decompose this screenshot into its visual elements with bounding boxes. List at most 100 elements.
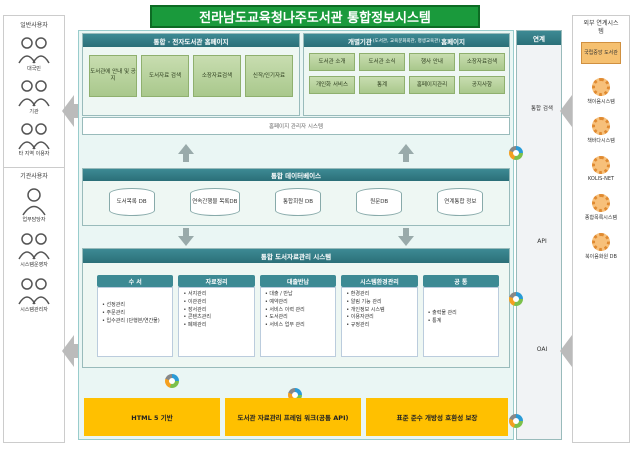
list-item: • 폐제관리 <box>183 322 207 328</box>
individual-homepage-header: 개별기관 (도서관, 교육문화회관, 평생교육관) 홈페이지 <box>304 34 509 47</box>
page-title: 전라남도교육청나주도서관 통합정보시스템 <box>150 5 480 28</box>
admin-staff-label: 업무담당자 <box>22 217 46 223</box>
integrated-homepage-panel: 통합 · 전자도서관 홈페이지 도서관에 안내 및 공지 도서자료 검색 소장자… <box>82 33 300 116</box>
people-icon <box>18 123 50 150</box>
list-item: • 규정관리 <box>346 322 370 328</box>
down-arrow-icon <box>398 236 414 246</box>
individual-homepage-panel: 개별기관 (도서관, 교육문화회관, 평생교육관) 홈페이지 도서관 소개 도서… <box>303 33 510 116</box>
link-api: API <box>537 238 547 245</box>
module-circulation-title: 대출반납 <box>259 275 337 287</box>
module-acquisition-title: 수 서 <box>97 275 174 287</box>
ext-system-label: 북이음화원 DB <box>585 253 617 260</box>
ind-item-notice[interactable]: 공지사항 <box>459 76 505 94</box>
list-item: • 서지관리 <box>183 291 207 297</box>
ind-item-news[interactable]: 도서관 소식 <box>359 53 405 71</box>
ext-system: 책바다시스템 <box>576 116 626 144</box>
ext-system-label: 책바다시스템 <box>587 137 615 144</box>
library-management-panel: 통합 도서자료관리 시스템 수 서 • 선정관리 • 주문관리 • 입수관리 (… <box>82 248 510 368</box>
ind-item-intro[interactable]: 도서관 소개 <box>309 53 355 71</box>
admin-manager: 시스템관리자 <box>9 276 59 313</box>
list-item: • 출력물 관리 <box>427 310 457 316</box>
admin-operator: 시스템운영자 <box>9 231 59 268</box>
arrow-left-icon <box>62 335 74 367</box>
gear-icon <box>592 116 610 135</box>
list-item: • 알림 기능 관리 <box>346 298 382 305</box>
individual-homepage-header-main: 개별기관 <box>347 37 372 46</box>
donut-icon <box>509 414 523 428</box>
integrated-db-header: 통합 데이터베이스 <box>83 169 509 181</box>
down-arrow-icon <box>178 236 194 246</box>
module-common: 공 통 • 출력물 관리 • 통계 <box>422 275 500 357</box>
external-header: 외부 연계시스템 <box>583 20 619 35</box>
link-column: 연계 <box>516 30 562 440</box>
base-framework: 도서관 자료관리 프레임 워크(공통 API) <box>225 398 361 436</box>
individual-homepage-header-tail: 홈페이지 <box>441 37 466 46</box>
ext-system-label: 종합목록시스템 <box>584 214 618 221</box>
user-agency-label: 기관 <box>29 109 39 115</box>
arrow-left-icon <box>560 335 572 367</box>
link-integrated-search: 통합 검색 <box>531 106 553 112</box>
list-item: • 도서관리 <box>264 314 288 321</box>
module-cataloging-body: • 서지관리 • 이관관리 • 장서관리 • 콘텐츠관리 • 폐제관리 <box>178 287 255 357</box>
module-circulation: 대출반납 • 대출 / 반납 • 예약관리 • 서비스 이력 관리 • 도서관리… <box>259 275 337 357</box>
list-item: • 개인정보 시스템 <box>346 306 385 313</box>
module-system-env: 시스템환경관리 • 환경관리 • 알림 기능 관리 • 개인정보 시스템 • 이… <box>341 275 418 357</box>
admin-manager-label: 시스템관리자 <box>20 307 48 313</box>
module-common-body: • 출력물 관리 • 통계 <box>422 287 500 357</box>
list-item: • 장서관리 <box>183 306 207 313</box>
user-other-region-label: 타 지역 이용자 <box>18 151 50 157</box>
ind-item-hp-admin[interactable]: 홈페이지관리 <box>409 76 455 94</box>
up-arrow-icon <box>178 144 194 154</box>
list-item: • 콘텐츠관리 <box>183 314 211 321</box>
admin-staff: 업무담당자 <box>9 186 59 223</box>
link-header: 연계 <box>517 31 561 45</box>
gear-icon <box>592 155 610 174</box>
user-public: 대국민 <box>9 35 59 72</box>
list-item: • 이용자관리 <box>346 314 374 321</box>
db-book-catalog: 도서목록 DB <box>108 188 155 216</box>
up-arrow-icon <box>398 144 414 154</box>
ext-national-library: 국립중앙 도서관 <box>581 41 621 64</box>
db-serials: 연속간행물 목록DB <box>189 188 240 216</box>
module-system-env-title: 시스템환경관리 <box>341 275 418 287</box>
module-acquisition-body: • 선정관리 • 주문관리 • 입수관리 (단행본/연간물) <box>97 287 174 357</box>
admin-user-header: 기관사용자 <box>4 167 64 180</box>
general-user-header: 일반사용자 <box>20 22 48 29</box>
list-item: • 서비스 업무 관리 <box>264 322 305 328</box>
module-cataloging-title: 자료정리 <box>178 275 255 287</box>
hp-item-notice[interactable]: 도서관에 안내 및 공지 <box>89 55 137 97</box>
library-management-header: 통합 도서자료관리 시스템 <box>83 249 509 263</box>
person-icon <box>22 188 46 216</box>
module-system-env-body: • 환경관리 • 알림 기능 관리 • 개인정보 시스템 • 이용자관리 • 규… <box>341 287 418 357</box>
user-other-region: 타 지역 이용자 <box>9 121 59 157</box>
people-icon <box>18 37 50 64</box>
list-item: • 대출 / 반납 <box>264 291 293 297</box>
individual-homepage-header-sub: (도서관, 교육문화회관, 평생교육관) <box>372 38 441 44</box>
arrow-left-icon <box>560 95 572 127</box>
ext-system-label: 책이음시스템 <box>587 98 615 105</box>
left-user-column: 일반사용자 대국민 기관 타 지역 이용자 기관사용자 업무담당자 시스템운영자… <box>3 15 65 443</box>
admin-operator-label: 시스템운영자 <box>20 262 48 268</box>
people-icon <box>18 233 50 260</box>
user-agency: 기관 <box>9 78 59 115</box>
ext-system: 책이음시스템 <box>576 77 626 105</box>
list-item: • 입수관리 (단행본/연간물) <box>102 317 160 324</box>
ind-item-event[interactable]: 행사 안내 <box>409 53 455 71</box>
hp-item-new[interactable]: 신작/인기자료 <box>245 55 293 97</box>
list-item: • 통계 <box>427 317 442 324</box>
gear-icon <box>592 77 610 96</box>
db-members: 통합회원 DB <box>274 188 321 216</box>
list-item: • 서비스 이력 관리 <box>264 306 305 313</box>
hp-item-holdings[interactable]: 소장자료검색 <box>193 55 241 97</box>
integrated-homepage-header: 통합 · 전자도서관 홈페이지 <box>83 34 299 47</box>
hp-item-search[interactable]: 도서자료 검색 <box>141 55 189 97</box>
homepage-admin-bar[interactable]: 홈페이지 관리자 시스템 <box>82 117 510 135</box>
ind-item-stats[interactable]: 통계 <box>359 76 405 94</box>
ind-item-holdings[interactable]: 소장자료검색 <box>459 53 505 71</box>
donut-icon <box>165 374 179 388</box>
gear-icon <box>592 193 610 212</box>
ind-item-personal[interactable]: 개인화 서비스 <box>309 76 355 94</box>
module-common-title: 공 통 <box>422 275 500 287</box>
integrated-db-panel: 통합 데이터베이스 도서목록 DB 연속간행물 목록DB 통합회원 DB 원문D… <box>82 168 510 226</box>
list-item: • 환경관리 <box>346 291 370 297</box>
